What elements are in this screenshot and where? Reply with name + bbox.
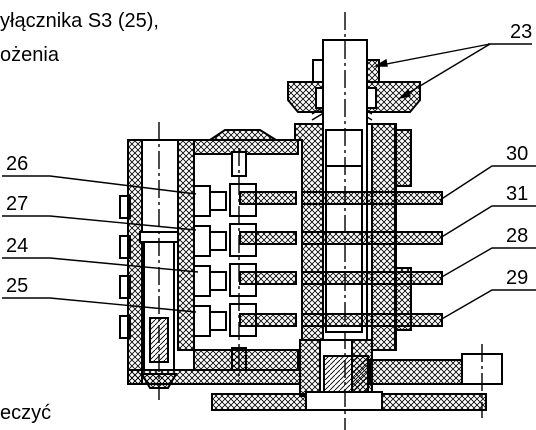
label-26: 26	[6, 153, 28, 175]
contact-disc-28	[295, 271, 443, 285]
label-23: 23	[510, 21, 532, 43]
contact-disc-30	[295, 191, 443, 205]
label-24: 24	[6, 235, 28, 257]
caption-line-1: yłącznika S3 (25),	[0, 10, 159, 32]
label-31: 31	[506, 183, 528, 205]
contact-disc-31	[295, 231, 443, 245]
label-25: 25	[6, 275, 28, 297]
label-30: 30	[506, 143, 528, 165]
label-28: 28	[506, 225, 528, 247]
caption-line-2: ożenia	[0, 44, 59, 66]
label-29: 29	[506, 267, 528, 289]
switch-module-2	[193, 223, 297, 257]
switch-module-1	[193, 183, 297, 217]
label-27: 27	[6, 193, 28, 215]
caption-line-3: eczyć	[0, 402, 52, 424]
switch-module-4	[193, 303, 297, 337]
contact-disc-29	[295, 313, 443, 327]
switch-module-3	[193, 263, 297, 297]
